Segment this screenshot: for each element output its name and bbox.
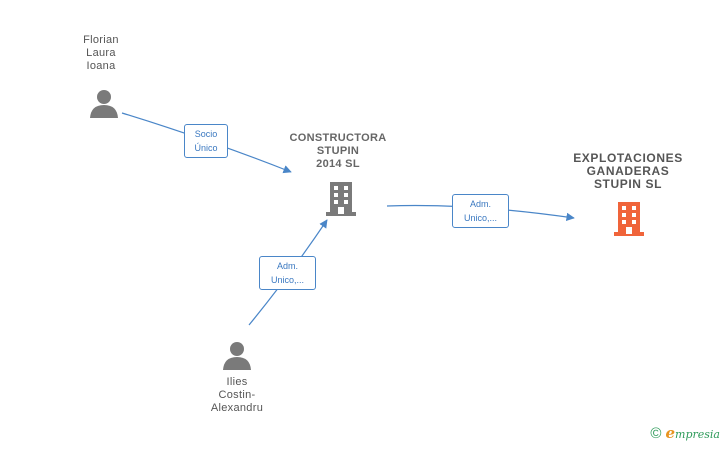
copyright-brand: © empresia [650,424,720,442]
empresia-logo: empresia [665,424,720,442]
edge-label-adm-explotaciones[interactable]: Adm. Unico,... [452,194,509,228]
person-icon[interactable] [222,340,252,370]
person-florian-label[interactable]: Florian Laura Ioana [83,34,119,72]
edge-label-adm-constructora[interactable]: Adm. Unico,... [259,256,316,290]
building-icon[interactable] [614,202,644,236]
person-icon[interactable] [89,88,119,118]
company-constructora-label[interactable]: CONSTRUCTORA STUPIN 2014 SL [289,132,387,170]
building-icon[interactable] [326,182,356,216]
company-explotaciones-label[interactable]: EXPLOTACIONES GANADERAS STUPIN SL [573,151,683,191]
edge-label-socio-unico[interactable]: Socio Único [184,124,228,158]
copyright-icon: © [650,424,662,442]
person-ilies-label[interactable]: Ilies Costin- Alexandru [210,376,264,414]
